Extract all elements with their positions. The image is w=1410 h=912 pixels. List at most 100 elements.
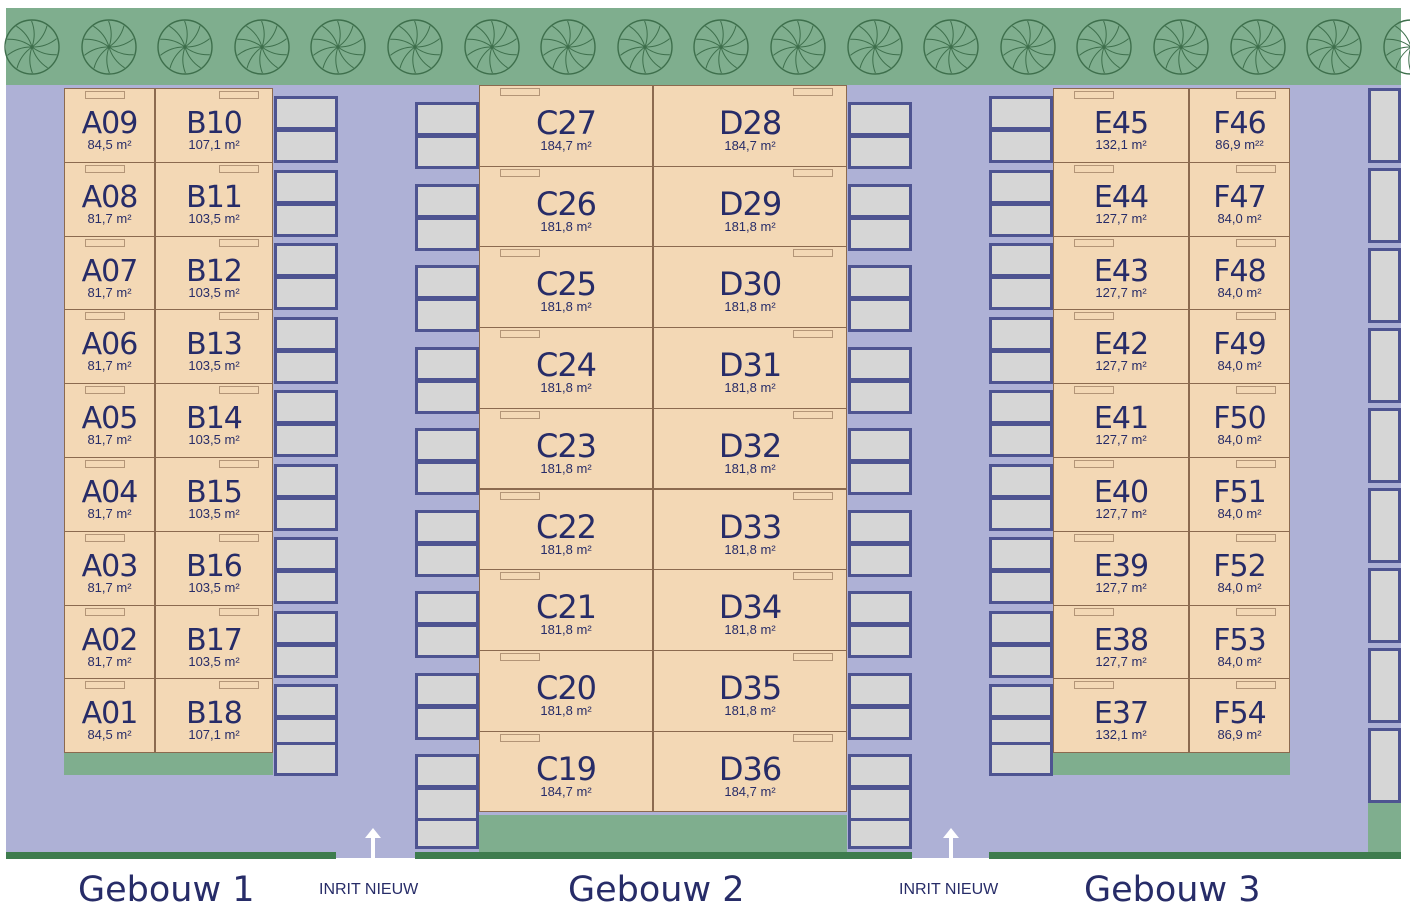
tree-icon: [1076, 19, 1133, 75]
door-symbol: [219, 460, 259, 468]
unit-area: 181,8 m²: [540, 702, 592, 718]
unit-code: B13: [186, 327, 243, 363]
unit-code: C24: [535, 346, 597, 385]
door-symbol: [219, 533, 259, 542]
door-symbol: [500, 330, 540, 339]
parking-space: [274, 169, 338, 204]
unit-area: 84,0 m²: [1217, 358, 1262, 374]
unit-area: 181,8 m²: [724, 299, 776, 315]
parking-space: [848, 216, 912, 251]
parking-space: [848, 183, 912, 218]
unit-code: F54: [1213, 696, 1266, 732]
unit-code: C25: [535, 265, 597, 304]
door-symbol: [85, 533, 125, 542]
door-symbol: [1074, 607, 1114, 616]
tree-icon: [157, 19, 213, 75]
door-symbol: [500, 572, 540, 581]
door-symbol: [500, 410, 540, 419]
door-symbol: [85, 681, 125, 690]
unit-area: 84,0 m²: [1217, 653, 1262, 669]
unit-area: 84,0 m²: [1217, 284, 1262, 300]
parking-space: [274, 276, 338, 310]
parking-space: [848, 542, 912, 577]
parking-space: [989, 96, 1053, 130]
parking-space: [1368, 328, 1401, 403]
parking-space: [274, 463, 338, 498]
parking-space: [274, 390, 338, 424]
unit-area: 81,7 m²: [87, 284, 132, 300]
unit-code: D29: [718, 184, 782, 223]
building-label-gebouw-1: Gebouw 1: [78, 870, 255, 910]
door-symbol: [85, 386, 125, 395]
unit-area: 127,7 m²: [1095, 210, 1147, 226]
parking-space: [274, 129, 338, 163]
building-label-gebouw-3: Gebouw 3: [1084, 870, 1261, 910]
parking-space: [848, 102, 912, 136]
parking-space: [415, 461, 479, 495]
unit-code: B10: [186, 106, 243, 141]
tree-icon: [617, 19, 673, 75]
unit-code: B14: [186, 401, 243, 437]
unit-code: E39: [1093, 548, 1149, 584]
parking-space: [848, 298, 912, 332]
parking-space: [415, 509, 479, 544]
parking-space: [274, 423, 338, 457]
unit-area: 132,1 m²: [1095, 137, 1147, 152]
entrance-label: INRIT NIEUW: [319, 881, 419, 898]
